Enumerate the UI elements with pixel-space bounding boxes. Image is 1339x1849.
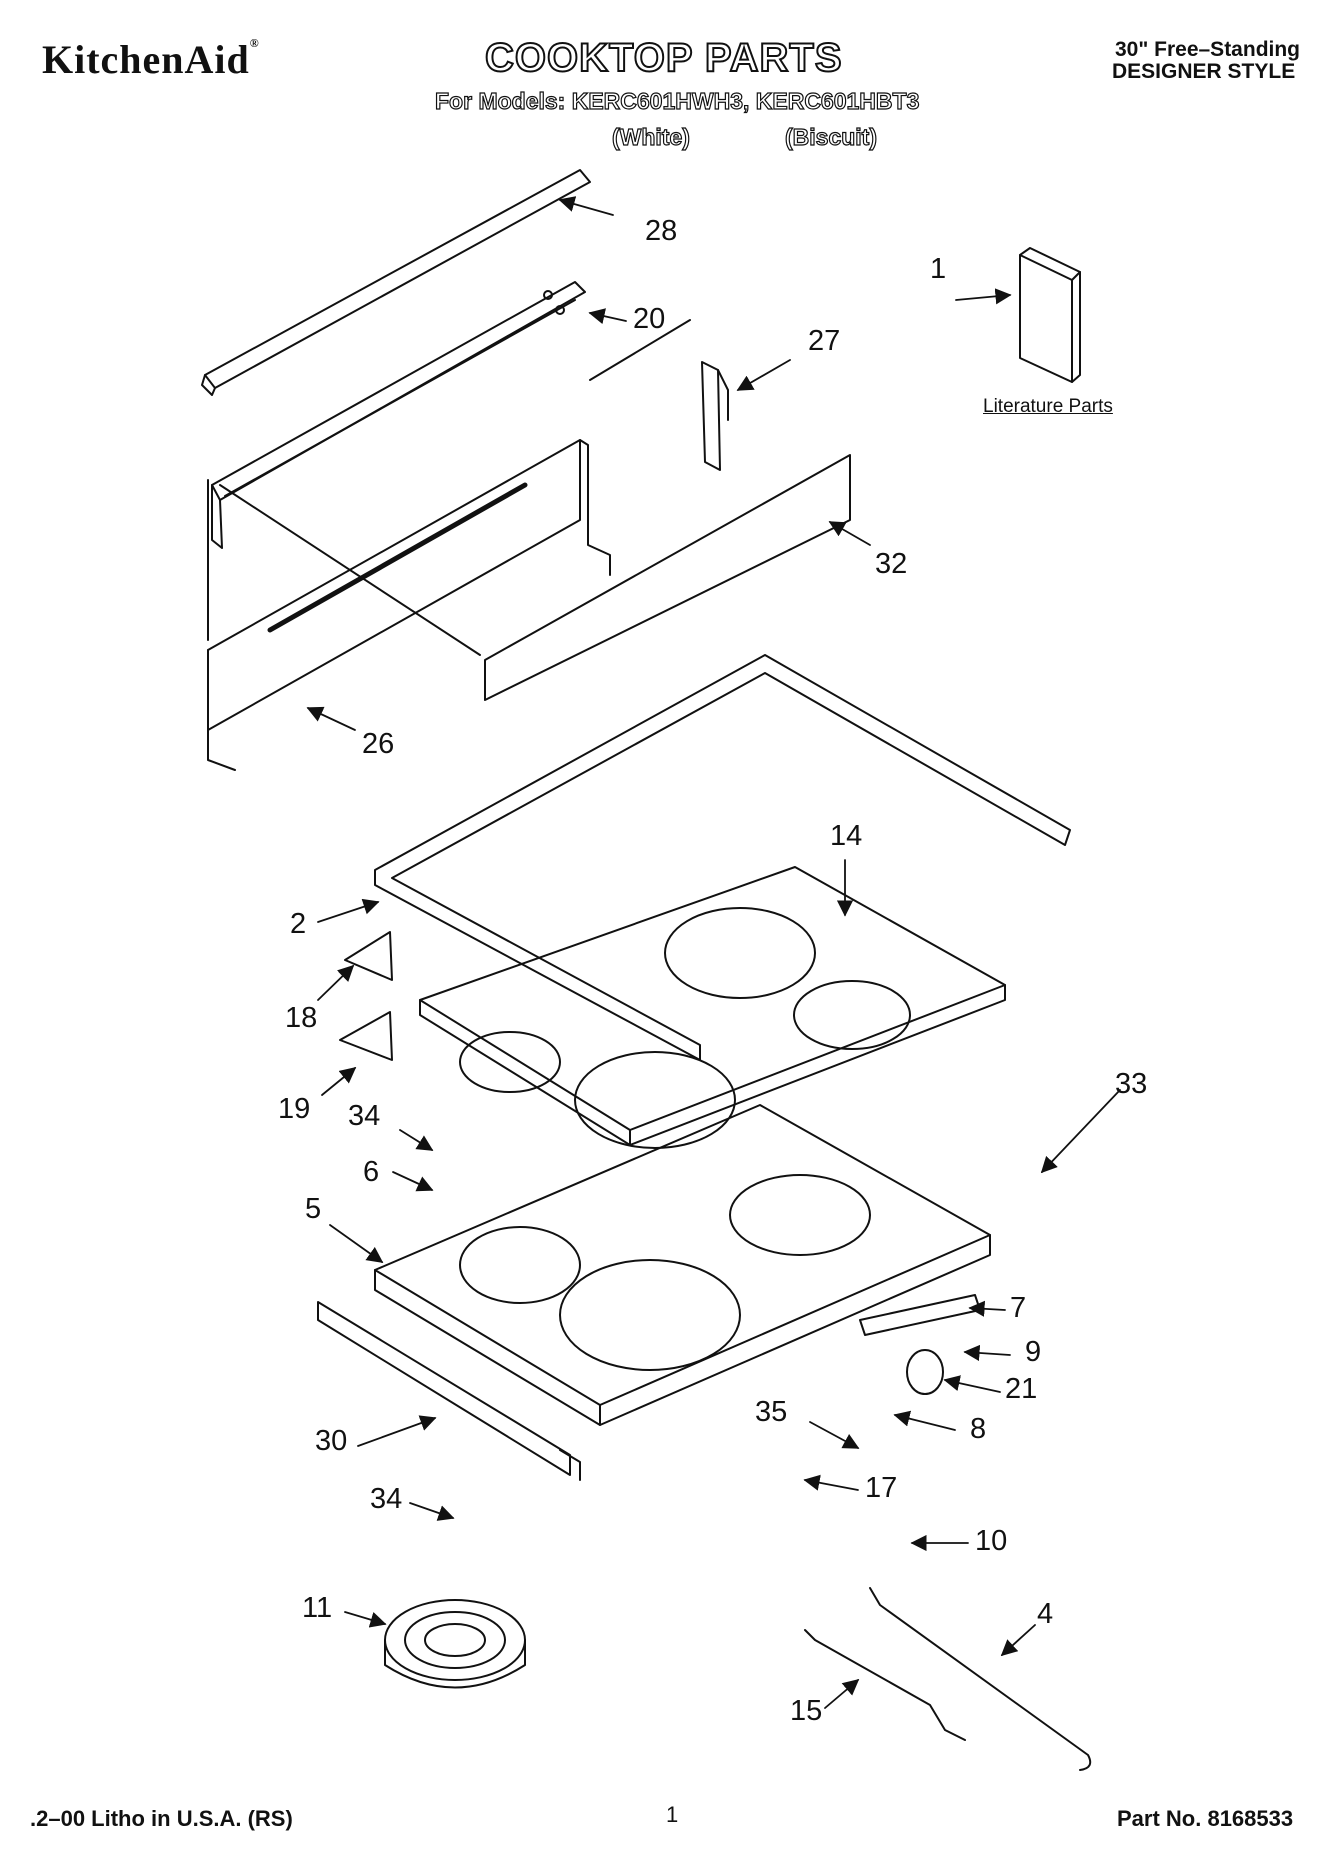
part-32-glass-panel: [484, 454, 851, 701]
part-30-front-strip: [317, 1301, 581, 1481]
part-7-bracket: [859, 1294, 981, 1336]
callout-20: 20: [633, 303, 666, 335]
color-biscuit: (Biscuit): [784, 123, 877, 150]
brand-logo: KitchenAid®: [42, 36, 260, 82]
callout-11: 11: [302, 1592, 333, 1624]
callout-10: 10: [975, 1525, 1008, 1557]
part-26-back-panel: [207, 319, 691, 771]
callout-2: 2: [290, 908, 307, 940]
callout-33: 33: [1115, 1068, 1148, 1100]
callout-14: 14: [830, 820, 863, 852]
part-2-frame: [374, 654, 1071, 1061]
litho-note: .2–00 Litho in U.S.A. (RS): [30, 1806, 293, 1831]
callout-21: 21: [1005, 1373, 1038, 1405]
callout-35: 35: [755, 1396, 788, 1428]
callout-28: 28: [645, 215, 678, 247]
callout-7: 7: [1010, 1292, 1027, 1324]
callout-5: 5: [305, 1193, 322, 1225]
part-20-rail: [211, 281, 586, 549]
callout-34-bottom: 34: [370, 1483, 403, 1515]
callout-8: 8: [970, 1413, 987, 1445]
callout-17: 17: [865, 1472, 898, 1504]
part-18-triangle: [344, 931, 393, 981]
style-line-2: DESIGNER STYLE: [1112, 60, 1296, 83]
page-number: 1: [666, 1802, 679, 1827]
callout-1: 1: [930, 253, 947, 285]
callout-6: 6: [363, 1156, 380, 1188]
part-1-literature: [1019, 247, 1081, 383]
part-21-switch: [906, 1349, 944, 1395]
part-15-wire: [804, 1629, 966, 1741]
style-line-1: 30" Free–Standing: [1115, 38, 1301, 61]
callout-34-top: 34: [348, 1100, 381, 1132]
literature-parts-label: Literature Parts: [983, 396, 1113, 417]
part-11-element: [384, 1599, 526, 1689]
page-title: COOKTOP PARTS: [484, 35, 843, 81]
part-4-wire: [869, 1587, 1092, 1771]
part-5-burner-box: [374, 1104, 991, 1426]
callout-4: 4: [1037, 1598, 1054, 1630]
part-19-triangle: [339, 1011, 393, 1061]
part-27-bracket: [701, 361, 729, 471]
color-white: (White): [611, 123, 690, 150]
models-line: For Models: KERC601HWH3, KERC601HBT3: [434, 87, 920, 114]
callout-arrows: [306, 196, 1121, 1709]
callout-32: 32: [875, 548, 908, 580]
part-number: Part No. 8168533: [1117, 1806, 1294, 1831]
callout-19: 19: [278, 1093, 311, 1125]
callout-18: 18: [285, 1002, 318, 1034]
callout-30: 30: [315, 1425, 348, 1457]
callout-9: 9: [1025, 1336, 1042, 1368]
callout-27: 27: [808, 325, 841, 357]
callout-15: 15: [790, 1695, 823, 1727]
part-14-glass-top: [419, 866, 1006, 1149]
part-28-trim: [201, 169, 591, 396]
callout-26: 26: [362, 728, 395, 760]
